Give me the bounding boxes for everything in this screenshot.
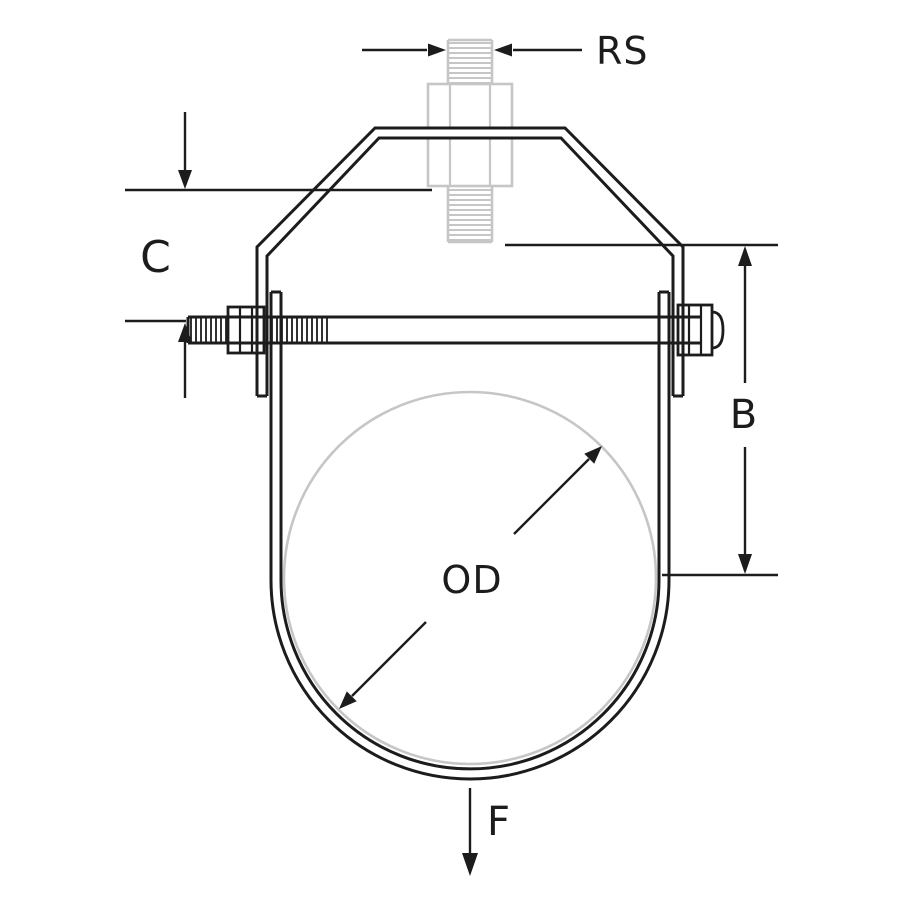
pipe-outline-circle (282, 390, 658, 766)
f-dimension: F (462, 788, 511, 876)
lower-hex-nut (426, 136, 514, 188)
yoke-inner-edge (265, 136, 675, 396)
b-label: B (730, 392, 758, 438)
rs-dimension: RS (362, 29, 649, 73)
rs-left-arrowhead-icon (494, 43, 512, 57)
f-down-arrowhead-icon (462, 853, 478, 876)
b-down-arrowhead-icon (738, 554, 752, 574)
bolt-end-cap (711, 310, 725, 350)
od-upper-line (513, 458, 590, 535)
yoke-outer-edge (255, 126, 685, 396)
cross-bolt-left-nut (226, 305, 266, 355)
b-up-arrowhead-icon (738, 246, 752, 266)
right-nut-facets (687, 305, 703, 355)
rod-lower-threads (448, 189, 492, 241)
left-nut-body (226, 305, 266, 355)
od-lower-arrowhead-icon (339, 691, 357, 709)
od-lower-line (351, 621, 427, 697)
upper-hex-nut-body (426, 82, 514, 130)
c-down-arrowhead-icon (178, 170, 192, 189)
cross-bolt-right-nut (676, 303, 725, 357)
bolt-threads (190, 317, 328, 343)
c-dimension: C (125, 112, 432, 398)
strap-outer-edge (269, 292, 671, 781)
rs-label: RS (596, 29, 649, 73)
lower-hex-nut-body (426, 136, 514, 188)
c-label: C (140, 232, 172, 283)
b-dimension: B (505, 243, 778, 577)
c-up-arrowhead-icon (178, 323, 192, 342)
upper-hex-nut (426, 82, 514, 130)
od-upper-arrowhead-icon (584, 446, 602, 464)
lower-hex-nut-facets (448, 138, 492, 186)
upper-hex-nut-facets (448, 84, 492, 128)
f-label: F (487, 799, 511, 845)
od-label: OD (441, 558, 502, 602)
rod-upper-threads (448, 42, 492, 84)
od-dimension: OD (339, 446, 602, 709)
left-nut-facets (238, 307, 254, 353)
rs-right-arrowhead-icon (428, 43, 446, 57)
strap-inner-edge (279, 292, 661, 771)
right-nut-body (676, 303, 714, 357)
clevis-lower-strap (269, 290, 671, 781)
clevis-upper-yoke (255, 126, 685, 398)
hanger-rod (446, 38, 494, 244)
